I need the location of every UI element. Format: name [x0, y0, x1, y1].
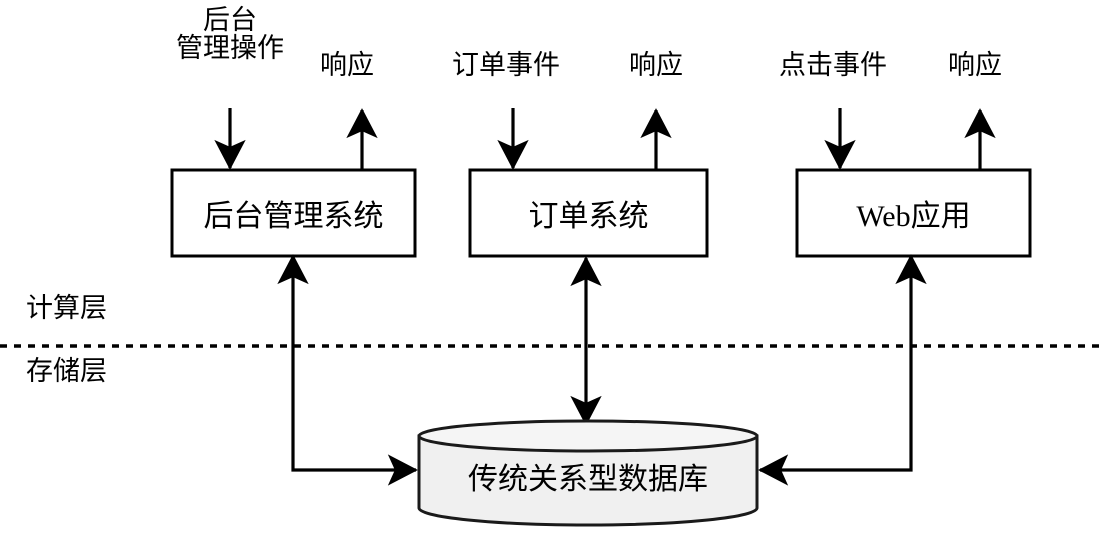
order-system-box-label: 订单系统: [528, 200, 649, 233]
order-input-label: 订单事件: [452, 50, 560, 80]
web-app-box-label: Web应用: [856, 200, 971, 233]
order-response-label: 响应: [629, 50, 683, 80]
admin-system-box-label: 后台管理系统: [203, 200, 384, 233]
compute-layer-label: 计算层: [26, 293, 107, 323]
web-input-label: 点击事件: [779, 50, 887, 80]
admin-input-label-line2: 管理操作: [176, 33, 284, 64]
order-system-box[interactable]: [468, 168, 709, 258]
database-cylinder-body[interactable]: [417, 434, 759, 527]
storage-layer-label: 存储层: [26, 356, 107, 386]
admin-input-label: 后台 管理操作: [152, 6, 308, 63]
database-label: 传统关系型数据库: [468, 463, 708, 496]
admin-response-label: 响应: [320, 50, 374, 80]
admin-input-label-line1: 后台: [203, 5, 257, 35]
connector-web-db: [758, 254, 927, 486]
database-cylinder-top: [417, 419, 759, 453]
web-response-label: 响应: [948, 50, 1002, 80]
connector-admin-db: [277, 254, 418, 486]
web-app-box[interactable]: [795, 168, 1032, 258]
